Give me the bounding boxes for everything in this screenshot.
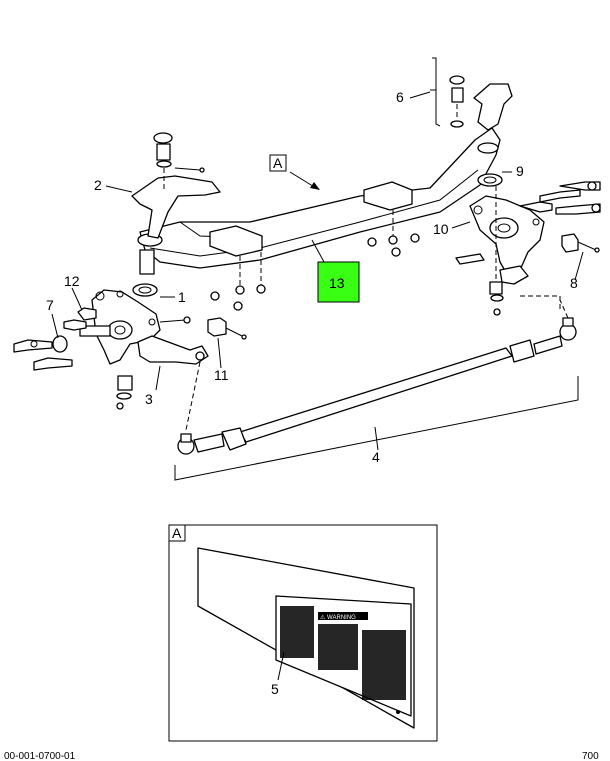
callout-9: 9 [516,163,524,179]
left-nut-cotter [207,317,247,340]
right-steering-arm [430,57,513,131]
footer-left-code: 00-001-0700-01 [4,751,76,761]
right-nut-cotter [520,233,600,312]
callout-13-label: 13 [329,275,345,291]
axle-nuts [210,210,420,311]
callout-4: 4 [372,449,380,465]
callout-labels: 1 2 3 4 5 6 7 8 9 10 11 12 [46,89,578,697]
view-a-label: A [273,155,283,171]
callout-6: 6 [396,89,404,105]
footer-right-code: 700 [582,751,599,761]
callout-3: 3 [145,391,153,407]
warning-text-block [280,606,406,700]
callout-12: 12 [64,273,80,289]
callout-13-highlight[interactable]: 13 [317,261,360,303]
callout-1: 1 [178,289,186,305]
left-tie-rod-arm [137,335,209,431]
callout-10: 10 [433,221,449,237]
callout-7: 7 [46,297,54,313]
right-steering-knuckle [455,181,601,316]
callout-13-box[interactable] [317,261,360,303]
front-axle-beam [137,127,501,269]
callout-2: 2 [94,177,102,193]
right-spacer [477,173,503,187]
warning-heading: ⚠ WARNING [320,614,356,621]
tie-rod-assembly [174,299,579,481]
callout-leaders [51,91,584,451]
callout-8: 8 [570,275,578,291]
left-kingpin [132,249,158,297]
callout-5: 5 [271,681,279,697]
left-steering-arm [131,132,221,239]
detail-a-label: A [172,525,182,541]
detail-a-frame: A ⚠ WARNING [168,524,438,742]
view-a-marker: A [269,154,320,190]
callout-11: 11 [214,367,229,383]
